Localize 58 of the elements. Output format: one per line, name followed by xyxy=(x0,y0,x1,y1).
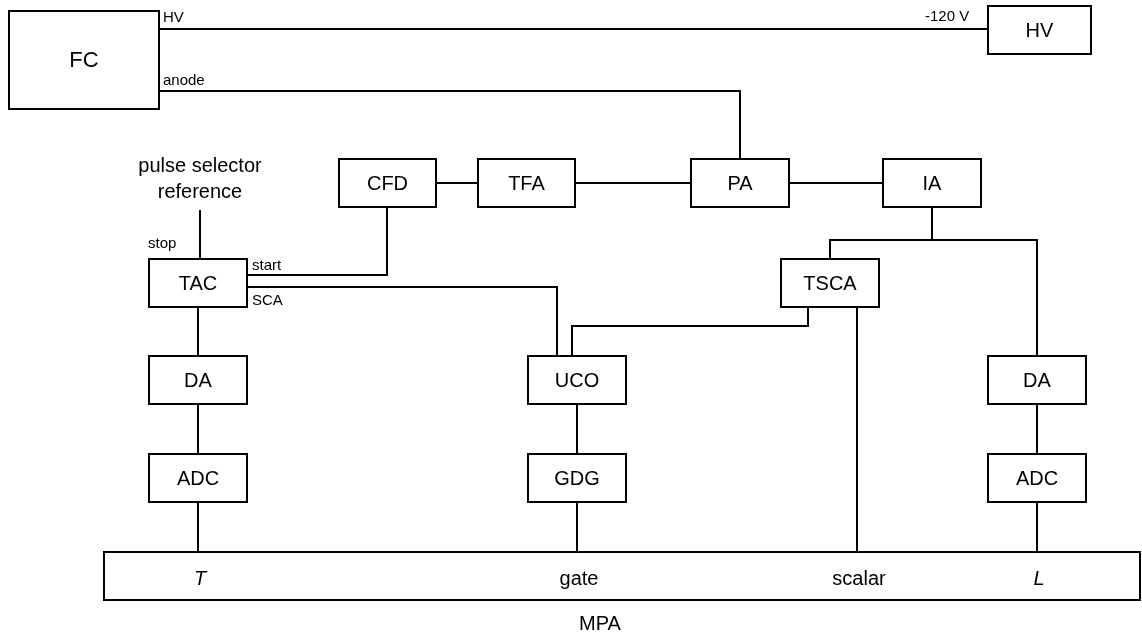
connector-line xyxy=(436,182,478,184)
connector-line xyxy=(159,90,741,159)
input-label: L xyxy=(1033,567,1045,590)
connector-line xyxy=(1036,502,1038,552)
connector-line xyxy=(576,502,578,552)
process-box xyxy=(338,158,437,208)
process-box xyxy=(477,158,576,208)
connector-line xyxy=(247,286,558,356)
box-label: CFD xyxy=(366,171,409,195)
process-box xyxy=(148,453,248,503)
connector-line xyxy=(856,307,858,552)
box-label: TAC xyxy=(178,271,218,295)
process-box xyxy=(527,355,627,405)
box-label: GDG xyxy=(554,466,600,490)
box-label: TSCA xyxy=(803,271,857,295)
box-label: FC xyxy=(69,47,99,73)
process-box xyxy=(690,158,790,208)
signal-source-label: pulse selector reference xyxy=(112,148,288,208)
box-label: ADC xyxy=(176,466,220,490)
bar-title: MPA xyxy=(579,612,621,635)
connector-line xyxy=(197,307,199,356)
connector-line xyxy=(1036,404,1038,454)
port-label: start xyxy=(252,257,282,272)
port-label: HV xyxy=(163,9,184,24)
process-box xyxy=(987,5,1092,55)
connector-line xyxy=(199,209,201,259)
process-box xyxy=(148,258,248,308)
connector-line xyxy=(247,207,388,276)
box-label: DA xyxy=(184,368,212,392)
input-label: scalar xyxy=(832,567,886,590)
box-label: PA xyxy=(727,171,753,195)
connector-line xyxy=(789,182,883,184)
process-box xyxy=(882,158,982,208)
connector-line xyxy=(197,502,199,552)
connector-line xyxy=(931,207,1038,356)
port-label: stop xyxy=(148,235,177,250)
input-label: gate xyxy=(559,567,599,590)
input-label: T xyxy=(193,567,207,590)
connector-line xyxy=(576,404,578,454)
box-label: IA xyxy=(922,171,942,195)
process-box xyxy=(780,258,880,308)
box-label: ADC xyxy=(1015,466,1059,490)
connector-line xyxy=(575,182,691,184)
box-label: UCO xyxy=(554,368,600,392)
process-box xyxy=(148,355,248,405)
process-box xyxy=(8,10,160,110)
port-label: SCA xyxy=(252,292,283,307)
box-label: TFA xyxy=(508,171,545,195)
box-label: HV xyxy=(1025,18,1054,42)
connector-line xyxy=(159,28,988,30)
connector-line xyxy=(197,404,199,454)
port-label: -120 V xyxy=(925,8,970,23)
process-box xyxy=(527,453,627,503)
process-box xyxy=(987,355,1087,405)
connector-line xyxy=(571,307,809,356)
box-label: DA xyxy=(1023,368,1051,392)
process-box xyxy=(987,453,1087,503)
port-label: anode xyxy=(163,72,205,87)
